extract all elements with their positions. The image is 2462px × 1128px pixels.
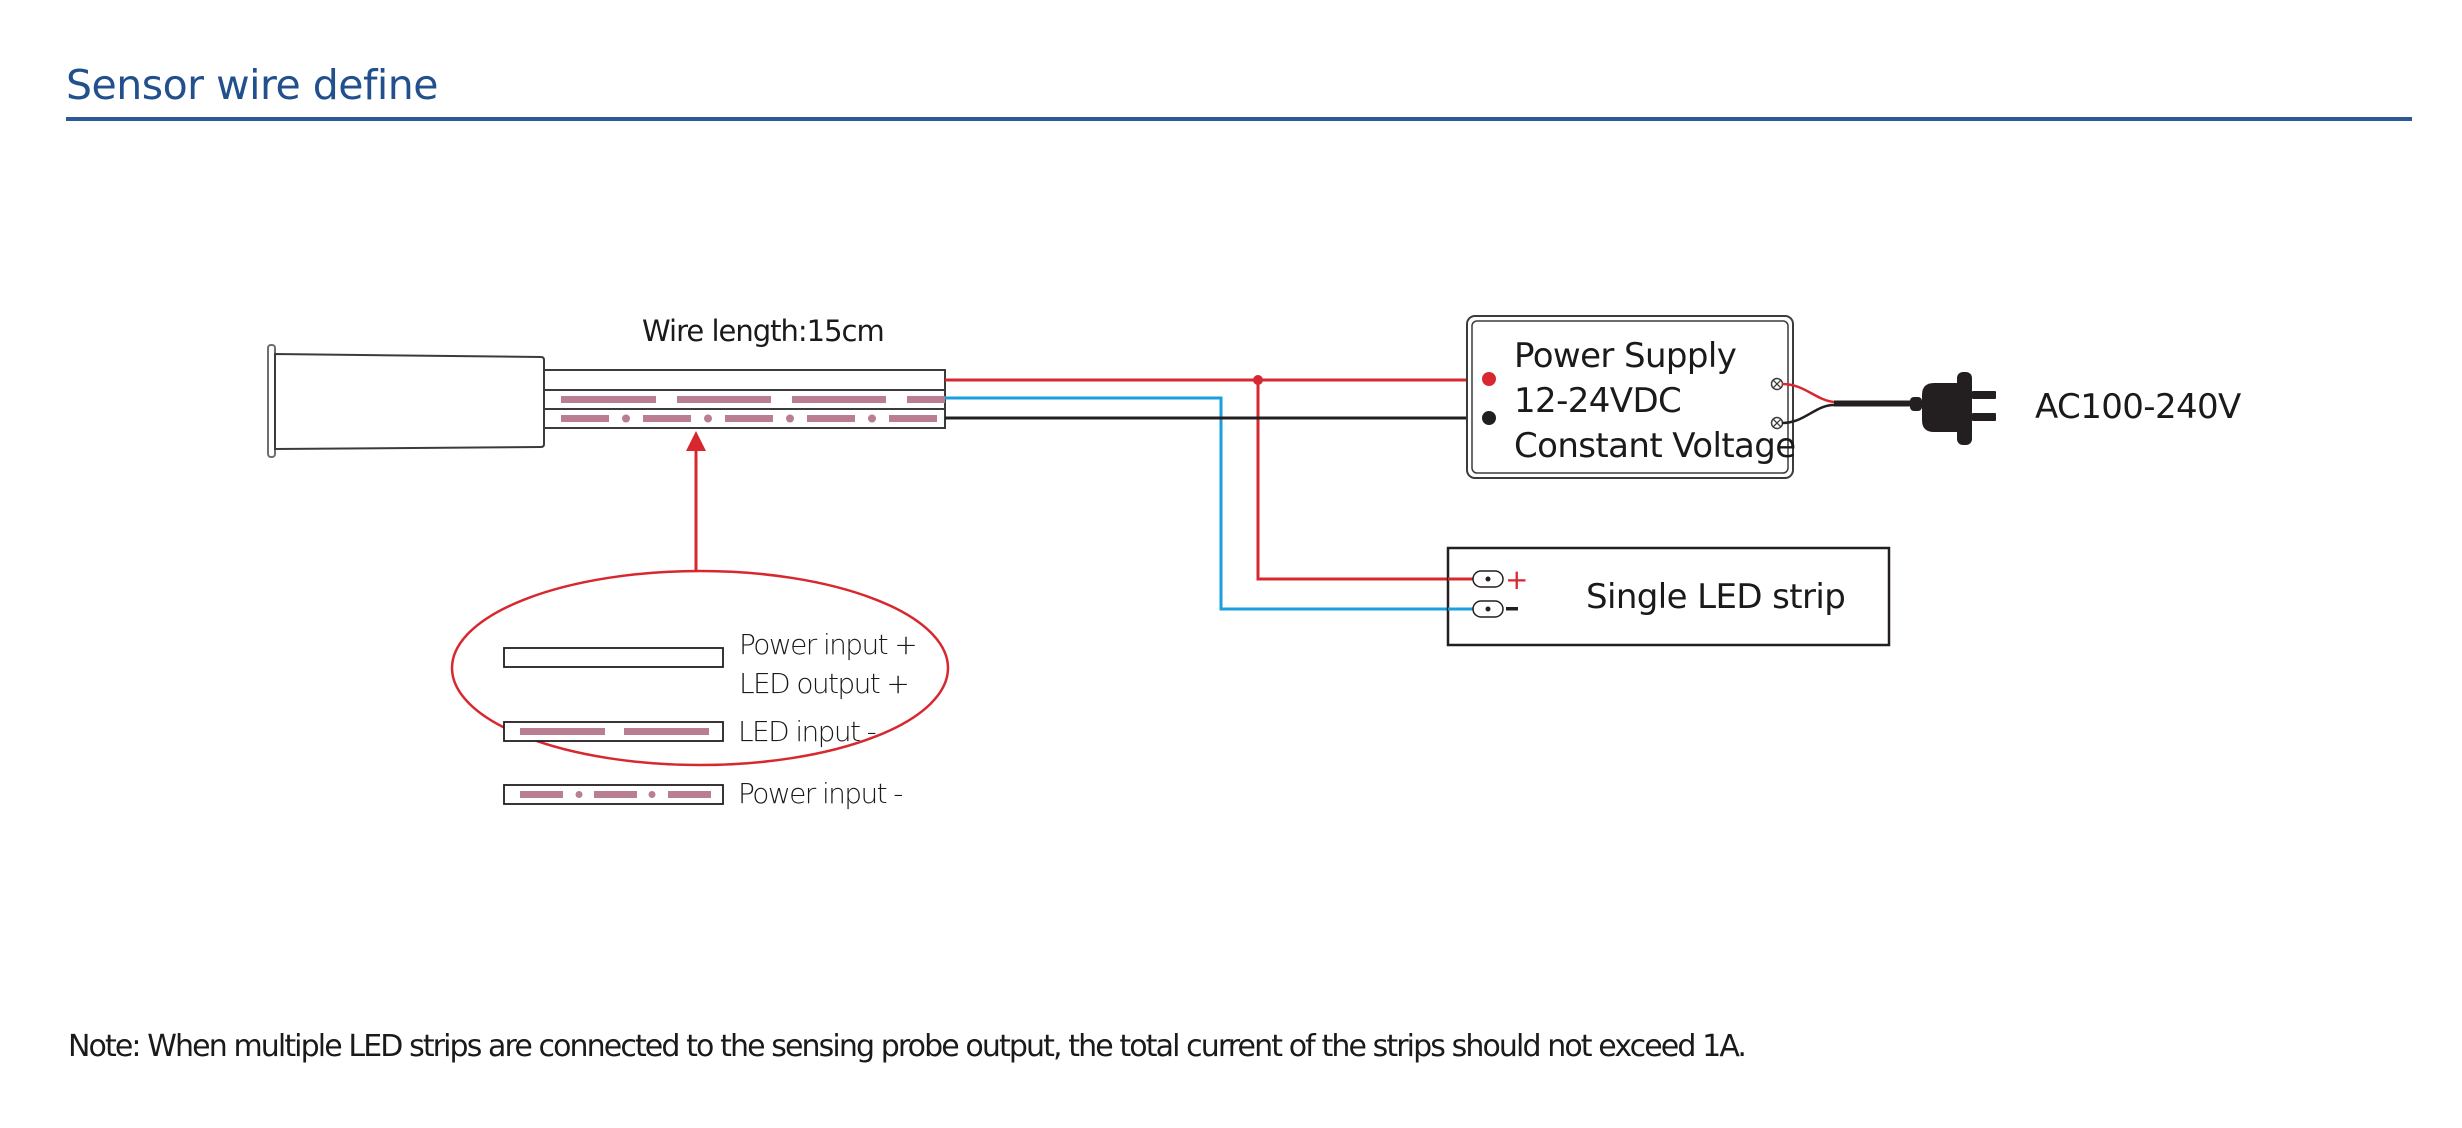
led-strip-box — [1446, 546, 1891, 647]
legend-swatch-solid — [503, 647, 724, 668]
callout-arrowhead — [686, 431, 706, 451]
stripe-dash — [807, 415, 855, 422]
psu-positive-terminal — [1482, 372, 1496, 386]
screw-icon — [1770, 377, 1784, 391]
sensor-flange — [267, 344, 276, 458]
cable-core-power-input-stripes — [561, 414, 937, 423]
blue-wire-to-led-minus — [945, 396, 1473, 611]
legend-label-power-input-minus: Power input - — [738, 777, 902, 810]
stripe-dot — [575, 791, 583, 798]
psu-outer-border — [1466, 315, 1794, 479]
psu-label-line2: 12-24VDC — [1514, 381, 1681, 421]
led-minus-sign — [1506, 607, 1518, 611]
power-plug-icon — [1910, 372, 1996, 445]
stripe-dot — [868, 414, 876, 423]
flat-cable — [543, 369, 946, 429]
red-wire-to-led-plus — [1256, 380, 1473, 581]
sensor-probe — [267, 344, 545, 458]
stripe-dash — [520, 791, 563, 798]
legend-label-power-input-plus: Power input + — [739, 628, 916, 661]
psu-negative-terminal — [1482, 411, 1496, 425]
led-plus-connector-icon — [1472, 570, 1504, 588]
stripe-dash — [520, 728, 605, 735]
stripe-dash — [594, 791, 637, 798]
wires — [945, 375, 1489, 611]
screw-icon — [1770, 416, 1784, 430]
footer-note: Note: When multiple LED strips are conne… — [68, 1029, 1745, 1064]
wire-legend: Power input + LED output + LED input - P… — [450, 569, 950, 810]
stripe-dash — [561, 396, 656, 403]
led-plus-sign: + — [1505, 563, 1528, 596]
wire-length-label: Wire length:15cm — [642, 314, 884, 348]
legend-dash-dot-stripes — [520, 791, 711, 798]
psu-label-line1: Power Supply — [1514, 336, 1737, 376]
legend-label-led-input-minus: LED input - — [738, 715, 876, 748]
stripe-dot — [704, 414, 712, 423]
psu-label-line3: Constant Voltage — [1514, 426, 1796, 466]
stripe-dash — [643, 415, 691, 422]
stripe-dash — [725, 415, 773, 422]
stripe-dash — [907, 396, 945, 403]
legend-dash-stripes — [520, 728, 709, 735]
stripe-dot — [622, 414, 630, 423]
stripe-dash — [889, 415, 937, 422]
callout-arrow — [686, 431, 706, 572]
legend-label-led-output-plus: LED output + — [739, 667, 908, 700]
mains-cord — [1781, 382, 1915, 425]
stripe-dash — [792, 396, 886, 403]
stripe-dot — [648, 791, 656, 798]
legend-ellipse — [450, 569, 950, 767]
led-minus-connector-icon — [1472, 600, 1504, 618]
legend-swatch-dash — [503, 721, 724, 742]
power-supply: Power Supply 12-24VDC Constant Voltage — [1466, 315, 1796, 479]
mains-red-lead — [1781, 382, 1835, 404]
stripe-dot — [786, 414, 794, 423]
stripe-dash — [668, 791, 711, 798]
led-strip: + Single LED strip — [1446, 546, 1891, 647]
page-title: Sensor wire define — [66, 61, 438, 109]
stripe-dash — [624, 728, 709, 735]
mains-voltage-label: AC100-240V — [2035, 387, 2241, 427]
led-strip-label: Single LED strip — [1586, 577, 1845, 617]
red-wire-junction — [1253, 375, 1263, 385]
sensor-body — [274, 352, 545, 451]
psu-inner-border — [1471, 320, 1789, 474]
mains-black-lead — [1781, 403, 1835, 425]
stripe-dash — [677, 396, 771, 403]
stripe-dash — [561, 415, 609, 422]
cable-core-led-input-stripes — [561, 396, 945, 403]
